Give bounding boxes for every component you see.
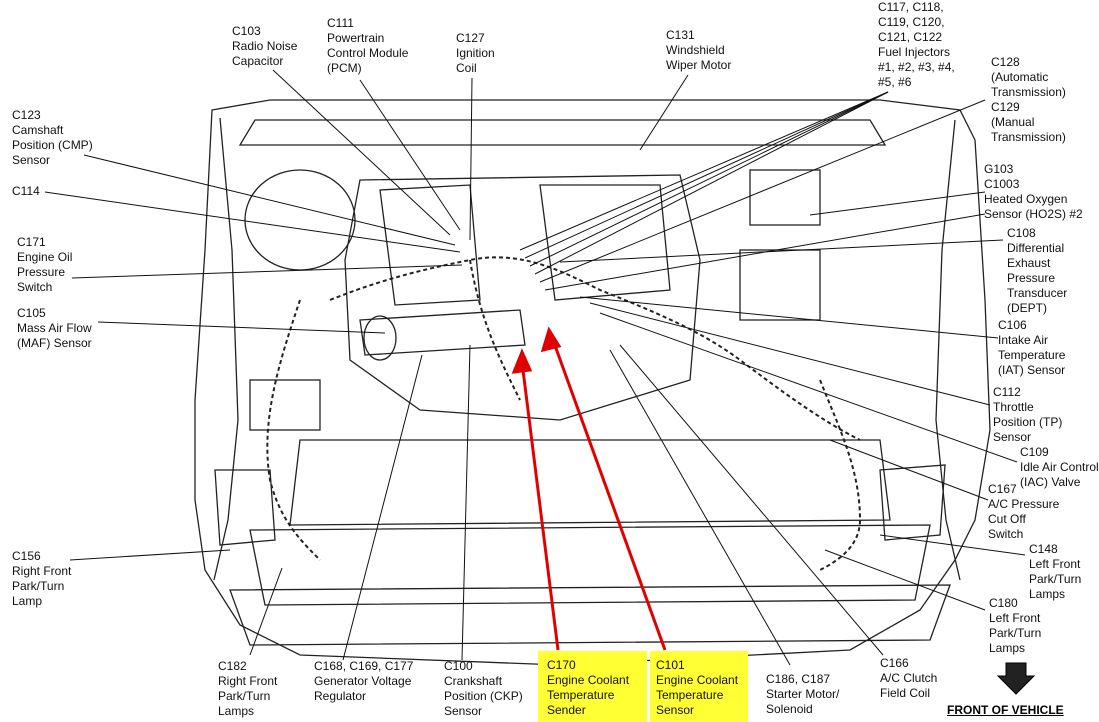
harness-center — [469, 259, 521, 401]
label-c180: C180 Left Front Park/Turn Lamps — [989, 596, 1042, 655]
label-c123: C123 Camshaft Position (CMP) Sensor — [12, 108, 93, 167]
label-c156: C156 Right Front Park/Turn Lamp — [12, 549, 72, 608]
harness-right — [819, 379, 862, 571]
headlamp-right — [879, 464, 946, 541]
label-c186: C186, C187 Starter Motor/ Solenoid — [766, 672, 840, 716]
fender-right — [935, 119, 961, 581]
label-c167: C167 A/C Pressure Cut Off Switch — [988, 482, 1060, 541]
leader-lines — [44, 69, 1026, 666]
valve-cover-left — [379, 184, 481, 306]
label-c103: C103 Radio Noise Capacitor — [232, 24, 298, 68]
harness-main — [329, 256, 861, 441]
label-c131: C131 Windshield Wiper Motor — [666, 28, 732, 72]
label-c148: C148 Left Front Park/Turn Lamps — [1029, 542, 1082, 601]
front-arrow-icon — [996, 662, 1036, 695]
engine-block — [344, 174, 701, 421]
label-g103: G103 C1003 Heated Oxygen Sensor (HO2S) #… — [984, 162, 1083, 221]
air-cleaner — [244, 169, 356, 271]
harness-left — [266, 299, 321, 561]
label-c109: C109 Idle Air Control (IAC) Valve — [1020, 445, 1099, 489]
label-c182: C182 Right Front Park/Turn Lamps — [218, 659, 278, 718]
label-c171: C171 Engine Oil Pressure Switch — [17, 235, 73, 294]
label-c112: C112 Throttle Position (TP) Sensor — [993, 385, 1063, 444]
label-c117: C117, C118, C119, C120, C121, C122 Fuel … — [878, 0, 955, 89]
fender-left — [213, 117, 239, 581]
battery — [739, 249, 821, 321]
front-of-vehicle-label: FRONT OF VEHICLE — [947, 703, 1064, 717]
label-c101: C101 Engine Coolant Temperature Sensor — [656, 658, 739, 717]
cowl — [238, 119, 887, 146]
label-c128: C128 (Automatic Transmission) C129 (Manu… — [991, 55, 1066, 144]
radiator — [289, 439, 891, 526]
highlight-c101 — [650, 651, 748, 722]
red-arrows — [511, 326, 667, 651]
label-c108: C108 Differential Exhaust Pressure Trans… — [1007, 226, 1068, 315]
fuse-box — [749, 169, 821, 226]
maf-sensor — [363, 315, 397, 361]
highlight-c170 — [538, 651, 647, 722]
label-c100: C100 Crankshaft Position (CKP) Sensor — [444, 659, 523, 718]
label-c127: C127 Ignition Coil — [456, 31, 495, 75]
label-c170: C170 Engine Coolant Temperature Sender — [547, 658, 630, 717]
label-c168: C168, C169, C177 Generator Voltage Regul… — [314, 659, 414, 703]
label-c106: C106 Intake Air Temperature (IAT) Sensor — [998, 318, 1066, 377]
valve-cover-right — [539, 184, 671, 301]
label-c166: C166 A/C Clutch Field Coil — [880, 656, 938, 700]
intake-tube — [359, 309, 526, 356]
grille — [249, 524, 931, 606]
headlamp-left — [214, 469, 276, 546]
label-c111: C111 Powertrain Control Module (PCM) — [327, 16, 409, 75]
reservoir — [249, 379, 321, 431]
label-c105: C105 Mass Air Flow (MAF) Sensor — [17, 306, 92, 350]
label-c114: C114 — [12, 184, 40, 198]
bumper — [229, 584, 951, 646]
